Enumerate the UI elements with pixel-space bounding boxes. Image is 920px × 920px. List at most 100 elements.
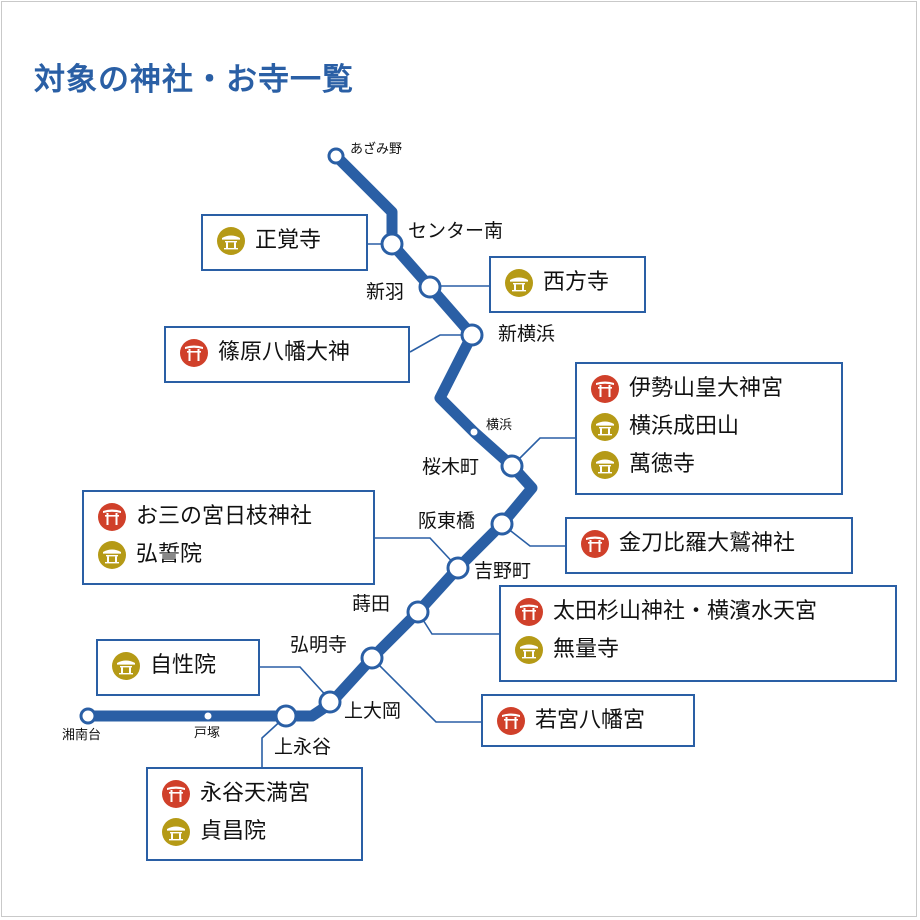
list-item: 太田杉山神社・横濱水天宮 [515,593,881,631]
place-name: 自性院 [150,653,217,678]
place-name: 萬徳寺 [629,452,696,477]
box-jishoin: 自性院 [96,639,260,696]
place-name: 永谷天満宮 [200,781,311,806]
place-name: 正覚寺 [255,228,322,253]
box-ota: 太田杉山神社・横濱水天宮 無量寺 [499,585,897,682]
station-marker-kaminagaya [274,704,298,728]
temple-icon [591,451,619,479]
station-marker-totsuka [204,712,212,720]
station-marker-nippa [418,275,442,299]
temple-glyph [103,549,121,564]
station-marker-maita [406,600,430,624]
station-marker-sakuragicho [500,454,524,478]
temple-glyph [596,421,614,436]
list-item: 弘誓院 [98,536,359,574]
temple-icon [591,413,619,441]
station-label-shin-yokohama: 新横浜 [498,323,556,345]
torii-glyph [502,713,520,729]
torii-glyph [167,786,185,802]
box-shogakuji: 正覚寺 [201,214,368,271]
station-label-sakuragicho: 桜木町 [422,456,480,478]
station-label-kamiooka: 上大岡 [344,700,402,722]
temple-icon [162,818,190,846]
box-nagaya: 永谷天満宮 貞昌院 [146,767,363,861]
place-name: 無量寺 [553,637,620,662]
station-label-totsuka: 戸塚 [194,726,221,741]
place-name: 貞昌院 [200,819,267,844]
list-item: 若宮八幡宮 [497,702,679,740]
station-marker-yokohama [470,428,478,436]
list-item: 無量寺 [515,631,881,669]
box-wakamiya: 若宮八幡宮 [481,694,695,747]
temple-icon [217,227,245,255]
torii-glyph [103,509,121,525]
list-item: 永谷天満宮 [162,775,347,813]
temple-icon [505,269,533,297]
station-marker-azamino [327,147,345,165]
list-item: 横浜成田山 [591,408,827,446]
station-label-yoshinocho: 吉野町 [474,560,532,582]
station-label-maita: 蒔田 [352,593,391,615]
connector-sakuragicho [511,437,576,467]
list-item: お三の宮日枝神社 [98,498,359,536]
temple-glyph [596,459,614,474]
box-saihoji: 西方寺 [489,256,646,313]
temple-glyph [167,826,185,841]
station-marker-gumyoji [360,646,384,670]
place-name: 若宮八幡宮 [535,708,646,733]
station-marker-shonandai [79,707,97,725]
connector-ota [417,611,500,635]
torii-icon [180,339,208,367]
connector-wakamiya [371,657,482,723]
list-item: 萬徳寺 [591,446,827,484]
list-item: 金刀比羅大鷲神社 [581,525,837,563]
place-name: 西方寺 [543,270,610,295]
list-item: 篠原八幡大神 [180,334,394,372]
torii-icon [497,707,525,735]
place-name: 篠原八幡大神 [218,340,351,365]
place-name: 太田杉山神社・横濱水天宮 [553,599,818,624]
box-osannomiya: お三の宮日枝神社 弘誓院 [82,490,375,585]
station-label-gumyoji: 弘明寺 [290,634,348,656]
torii-icon [98,503,126,531]
station-label-kaminagaya: 上永谷 [274,736,332,758]
list-item: 貞昌院 [162,813,347,851]
box-konpira: 金刀比羅大鷲神社 [565,517,853,574]
list-item: 自性院 [112,647,244,685]
place-name: 金刀比羅大鷲神社 [619,531,796,556]
torii-glyph [185,345,203,361]
temple-glyph [520,644,538,659]
temple-icon [98,541,126,569]
station-marker-bando-bashi [490,512,514,536]
place-name: 伊勢山皇大神宮 [629,376,784,401]
torii-icon [581,530,609,558]
torii-icon [515,598,543,626]
torii-icon [591,375,619,403]
list-item: 西方寺 [505,264,630,302]
connector-jishoin [260,666,331,701]
station-marker-center-minami [380,232,404,256]
torii-glyph [596,381,614,397]
torii-glyph [520,604,538,620]
place-name: お三の宮日枝神社 [136,504,313,529]
temple-glyph [117,660,135,675]
box-sakuragicho: 伊勢山皇大神宮 横浜成田山 萬徳寺 [575,362,843,495]
station-marker-yoshinocho [446,556,470,580]
temple-icon [515,636,543,664]
station-label-azamino: あざみ野 [350,142,403,157]
station-label-center-minami: センター南 [408,220,504,242]
place-name: 弘誓院 [136,542,203,567]
temple-glyph [222,235,240,250]
torii-glyph [586,536,604,552]
station-marker-shin-yokohama [460,323,484,347]
station-marker-kamiooka [318,690,342,714]
connector-osannomiya [374,537,459,569]
page-title: 対象の神社・お寺一覧 [34,62,354,98]
box-shinohara: 篠原八幡大神 [164,326,410,383]
station-label-yokohama: 横浜 [486,418,513,433]
temple-glyph [510,277,528,292]
station-label-shonandai: 湘南台 [62,728,102,743]
station-label-nippa: 新羽 [366,281,405,303]
